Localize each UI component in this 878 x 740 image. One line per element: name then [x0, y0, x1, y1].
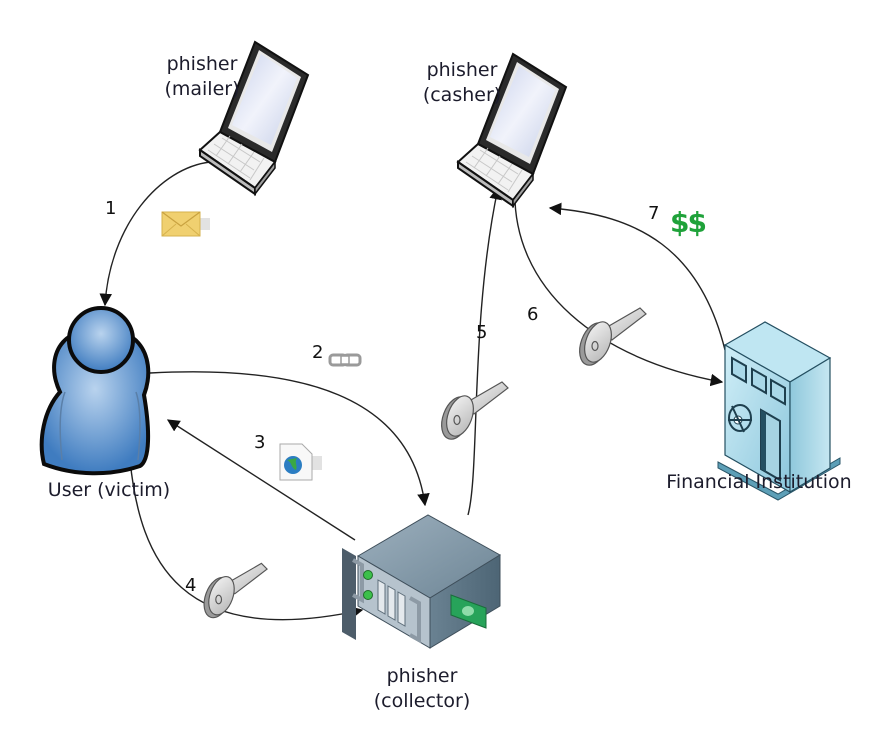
arrow-step-1 — [99, 161, 211, 307]
arrow-step-2 — [149, 371, 430, 507]
money-bill-icon — [450, 594, 487, 629]
step-number-7: 7 — [648, 203, 660, 224]
user-icon — [39, 306, 151, 476]
arrow-step-4 — [129, 459, 364, 621]
arrow-step-7 — [548, 202, 726, 351]
link-icon — [328, 353, 362, 367]
mailer-label-line1: phisher — [166, 53, 238, 75]
mailer-label: phisher (mailer) — [148, 52, 256, 102]
step-number-2: 2 — [312, 342, 324, 363]
arrow-step-6 — [514, 184, 724, 387]
arrow-step-5 — [467, 186, 502, 516]
bank-label: Financial Institution — [666, 471, 852, 493]
email-icon — [161, 211, 210, 237]
collector-label: phisher (collector) — [358, 664, 486, 714]
step-number-1: 1 — [105, 198, 117, 219]
mailer-label-line2: (mailer) — [164, 78, 240, 100]
key-icon-step-4 — [198, 562, 268, 623]
web-page-icon — [279, 443, 322, 481]
key-icon-step-5 — [435, 381, 509, 444]
collector-label-line1: phisher — [386, 665, 458, 687]
casher-label-line1: phisher — [426, 59, 498, 81]
key-icon-step-6 — [573, 307, 647, 370]
step-number-5: 5 — [476, 322, 488, 343]
user-label: User (victim) — [47, 479, 171, 501]
server-icon — [342, 514, 501, 649]
step-number-4: 4 — [185, 575, 197, 596]
step-number-3: 3 — [254, 432, 266, 453]
step-number-6: 6 — [527, 304, 539, 325]
money-symbol: $$ — [670, 206, 707, 239]
collector-label-line2: (collector) — [373, 690, 471, 712]
bank-building-icon — [717, 321, 841, 501]
casher-label: phisher (casher) — [408, 58, 516, 108]
casher-label-line2: (casher) — [422, 84, 502, 106]
arrow-step-3 — [166, 419, 356, 541]
